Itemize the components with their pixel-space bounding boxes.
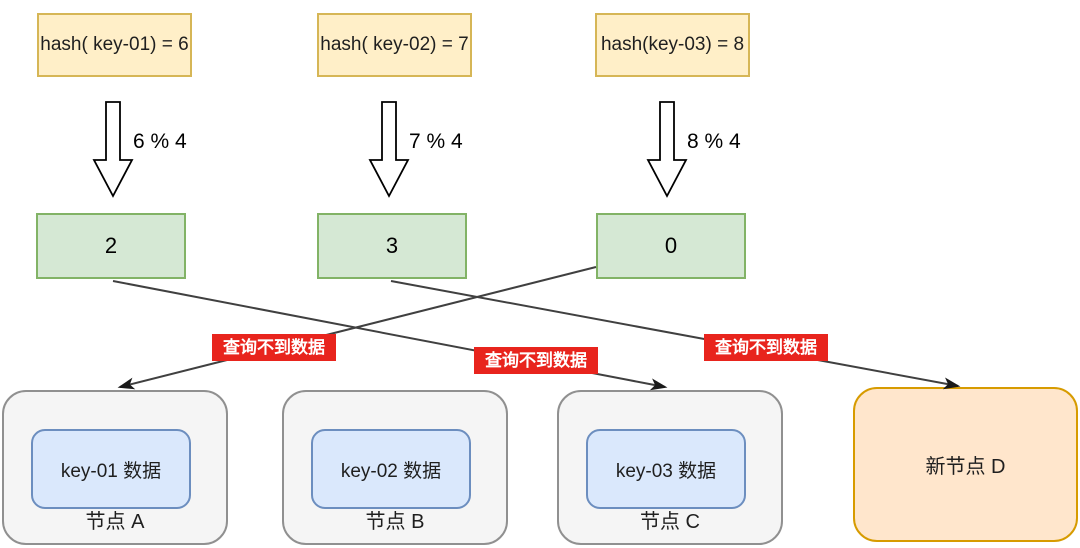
mod-label-6: 6 % 4	[133, 130, 187, 153]
error-label-not-found: 查询不到数据	[474, 347, 598, 374]
slot-box-3: 3	[317, 213, 467, 279]
slot-box-2: 2	[36, 213, 186, 279]
data-box-key-02: key-02 数据	[311, 429, 471, 509]
node-b-title: 节点 B	[365, 511, 425, 533]
down-arrow-icon	[368, 101, 410, 198]
hash-box-key-01: hash( key-01) = 6	[37, 13, 192, 77]
down-arrow-icon	[646, 101, 688, 198]
node-a: key-01 数据 节点 A	[2, 390, 228, 545]
error-label-not-found: 查询不到数据	[704, 334, 828, 361]
node-c-title: 节点 C	[640, 511, 700, 533]
data-box-key-01: key-01 数据	[31, 429, 191, 509]
hash-box-key-03: hash(key-03) = 8	[595, 13, 750, 77]
slot-box-0: 0	[596, 213, 746, 279]
error-label-not-found: 查询不到数据	[212, 334, 336, 361]
hash-box-key-02: hash( key-02) = 7	[317, 13, 472, 77]
node-d-new: 新节点 D	[853, 387, 1078, 542]
node-c: key-03 数据 节点 C	[557, 390, 783, 545]
node-a-title: 节点 A	[85, 511, 145, 533]
node-b: key-02 数据 节点 B	[282, 390, 508, 545]
down-arrow-icon	[92, 101, 134, 198]
node-d-title: 新节点 D	[925, 456, 1006, 478]
data-box-key-03: key-03 数据	[586, 429, 746, 509]
mod-label-8: 8 % 4	[687, 130, 741, 153]
mod-label-7: 7 % 4	[409, 130, 463, 153]
